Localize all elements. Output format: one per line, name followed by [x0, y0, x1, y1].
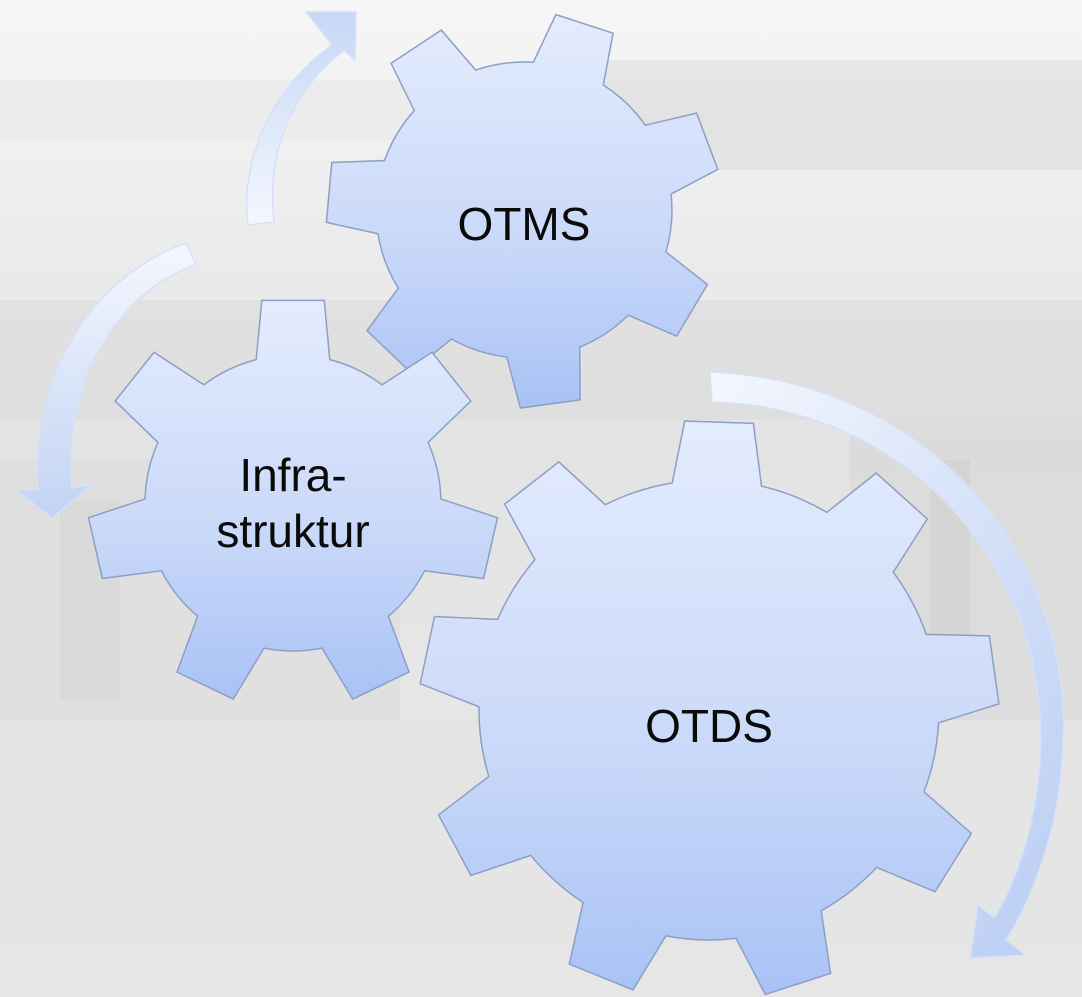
- gear-otms-shape: [325, 13, 719, 409]
- gear-otds-shape: [419, 420, 1000, 996]
- gear-infrastruktur-label-line: struktur: [216, 505, 369, 557]
- gear-otms-label: OTMS: [458, 198, 591, 250]
- gear-infrastruktur-label-line: Infra-: [239, 449, 346, 501]
- gear-otds: OTDS: [419, 420, 1000, 996]
- gear-infrastruktur-label: Infra-struktur: [216, 449, 369, 557]
- gear-otds-label: OTDS: [645, 700, 773, 752]
- gear-infrastruktur-shape: [87, 299, 499, 701]
- gear-otms: OTMS: [325, 13, 719, 409]
- arrow-left: [13, 242, 198, 519]
- gear-otds-label-line: OTDS: [645, 700, 773, 752]
- arrow-top-left: [246, 11, 357, 226]
- gear-infrastruktur: Infra-struktur: [87, 299, 499, 701]
- arrow-right: [709, 371, 1065, 959]
- gear-otms-label-line: OTMS: [458, 198, 591, 250]
